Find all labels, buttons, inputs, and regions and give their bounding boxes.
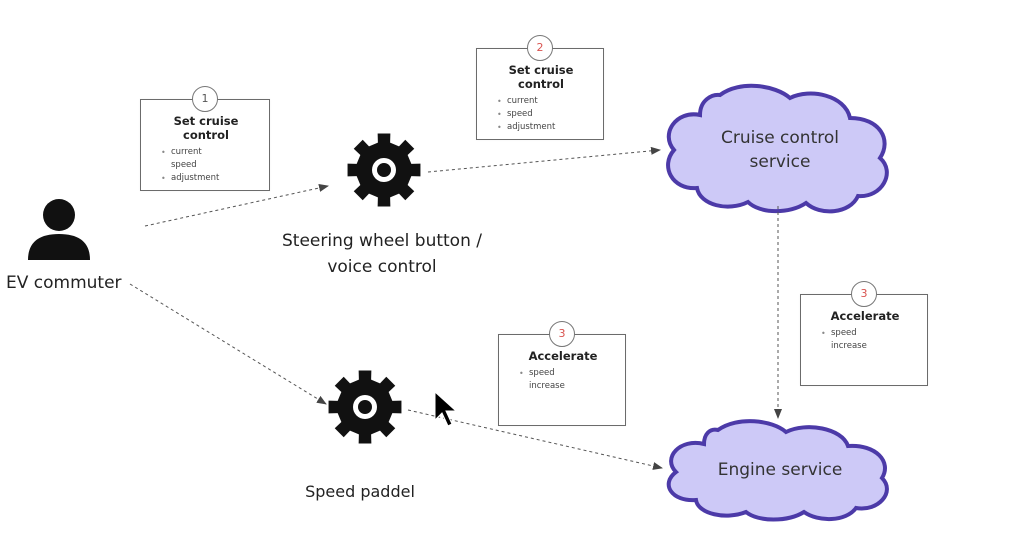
card-item: current — [497, 95, 595, 108]
card-set-cruise-1: 1 Set cruise control current speed adjus… — [140, 86, 270, 191]
cruise-service-line1: Cruise control — [720, 128, 839, 148]
card-item: adjustment — [497, 121, 595, 134]
card-item: speed — [519, 367, 617, 380]
card-items: current speed adjustment — [151, 146, 261, 185]
card-title: Accelerate — [830, 309, 900, 323]
card-set-cruise-2: 2 Set cruise control current speed adjus… — [476, 35, 604, 140]
engine-service-cloud — [666, 419, 889, 522]
card-item: increase — [529, 381, 565, 391]
paddle-label: Speed paddel — [305, 482, 415, 501]
arrow-commuter-to-paddle — [129, 283, 327, 405]
card-item: adjustment — [161, 172, 261, 185]
steering-label-line2: voice control — [327, 257, 437, 277]
engine-service-label: Engine service — [717, 460, 843, 480]
commuter-label: EV commuter — [6, 273, 122, 293]
card-items: current speed adjustment — [487, 95, 595, 134]
card-accelerate-right: 3 Accelerate speed increase — [800, 281, 928, 386]
cruise-control-cloud — [666, 83, 889, 214]
steering-label-line1: Steering wheel button / — [282, 231, 482, 251]
card-title: Set cruise control — [508, 63, 574, 91]
step-number-badge: 1 — [192, 86, 218, 112]
gear-hub — [358, 400, 372, 414]
card-item: speed — [171, 160, 197, 170]
card-items: speed increase — [811, 327, 919, 353]
gear-icon — [328, 370, 402, 444]
card-item: current — [161, 146, 261, 159]
card-accelerate-left: 3 Accelerate speed increase — [498, 321, 626, 426]
flow-arrows — [129, 146, 782, 470]
card-title: Accelerate — [528, 349, 598, 363]
steering-label: Steering wheel button / voice control — [270, 228, 494, 280]
card-title: Set cruise control — [173, 114, 239, 142]
card-items: speed increase — [509, 367, 617, 393]
arrow-steering-to-cruise — [427, 146, 661, 173]
person-icon — [28, 199, 90, 260]
gear-icon — [347, 133, 421, 207]
cruise-service-label: Cruise control service — [690, 126, 870, 174]
step-number-badge: 2 — [527, 35, 553, 61]
card-item: speed — [497, 108, 595, 121]
mouse-cursor-icon — [434, 390, 458, 427]
step-number-badge: 3 — [851, 281, 877, 307]
step-number-badge: 3 — [549, 321, 575, 347]
cruise-service-line2: service — [749, 152, 811, 172]
card-item: increase — [831, 341, 867, 351]
card-item: speed — [821, 327, 919, 340]
arrow-commuter-to-steering — [144, 184, 329, 227]
gear-hub — [377, 163, 391, 177]
